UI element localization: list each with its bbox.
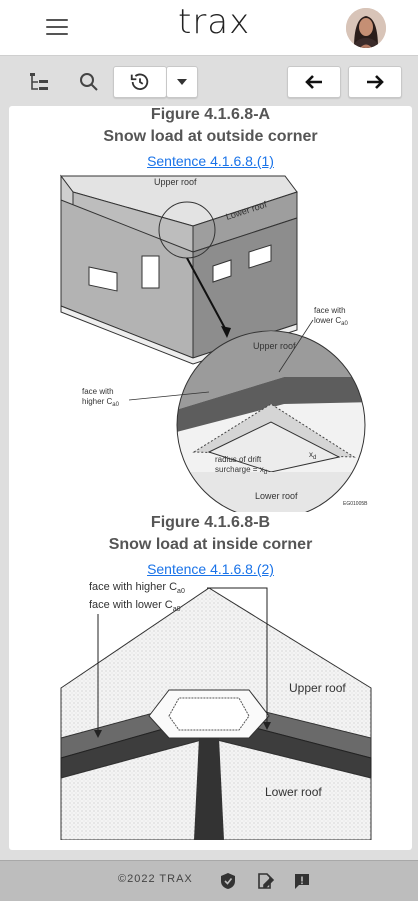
figure-b-face-lower-label: face with lower Ca0	[89, 599, 181, 613]
figure-b-title: Figure 4.1.6.8-B	[150, 514, 271, 531]
figure-b-subtitle: Snow load at inside corner	[108, 536, 313, 553]
forward-button[interactable]	[348, 66, 402, 98]
figure-a-face-higher-label-2: higher Ca0	[82, 397, 120, 408]
figure-a-diagram: Upper roof Lower roof Upper roof Lower r…	[60, 174, 368, 512]
toolbar	[0, 56, 418, 106]
figure-a-face-lower-label-2: lower Ca0	[314, 316, 348, 327]
figure-a-inset-upper-roof-label: Upper roof	[253, 341, 296, 351]
figure-a-face-lower-label-1: face with	[314, 306, 346, 315]
figure-a-sentence-link[interactable]: Sentence 4.1.6.8.(1)	[147, 153, 274, 169]
figure-a-subtitle: Snow load at outside corner	[103, 128, 318, 145]
hamburger-menu-icon[interactable]	[44, 16, 70, 38]
figure-b-lower-roof-label: Lower roof	[265, 785, 322, 799]
arrow-left-icon	[305, 75, 322, 89]
figure-b-diagram: face with higher Ca0 face with lower Ca0…	[60, 581, 372, 840]
figure-a-code-label: EG01005B	[343, 501, 368, 507]
edit-document-icon[interactable]	[255, 871, 275, 891]
trax-logo[interactable]: trax	[178, 2, 251, 42]
footer: ©2022 TRAX	[0, 860, 418, 901]
figure-a-inset-lower-roof-label: Lower roof	[255, 491, 298, 501]
figure-a-radius-label-2: surcharge = xd	[215, 465, 267, 476]
history-button[interactable]	[113, 66, 167, 98]
tree-view-icon[interactable]	[27, 70, 51, 94]
figure-a-face-higher-label-1: face with	[82, 387, 114, 396]
shield-icon[interactable]	[218, 871, 238, 891]
figure-b-sentence-link[interactable]: Sentence 4.1.6.8.(2)	[147, 561, 274, 577]
figure-a-upper-roof-label: Upper roof	[154, 177, 197, 187]
app-header: trax	[0, 0, 418, 56]
figure-a-xd-label: xd	[309, 450, 316, 461]
feedback-icon[interactable]	[292, 871, 312, 891]
figure-b-face-higher-label: face with higher Ca0	[89, 581, 185, 595]
search-icon[interactable]	[77, 70, 101, 94]
figure-b-upper-roof-label: Upper roof	[289, 681, 346, 695]
figure-a-radius-label-1: radius of drift	[215, 455, 262, 464]
copyright-text: ©2022 TRAX	[118, 873, 193, 885]
content-card: Figure 4.1.6.8-A Snow load at outside co…	[9, 106, 412, 850]
caret-down-icon	[177, 79, 187, 85]
history-icon	[130, 73, 149, 91]
back-button[interactable]	[287, 66, 341, 98]
figure-a-title: Figure 4.1.6.8-A	[150, 106, 271, 123]
arrow-right-icon	[367, 75, 384, 89]
history-dropdown-button[interactable]	[166, 66, 198, 98]
user-avatar[interactable]	[346, 8, 386, 48]
